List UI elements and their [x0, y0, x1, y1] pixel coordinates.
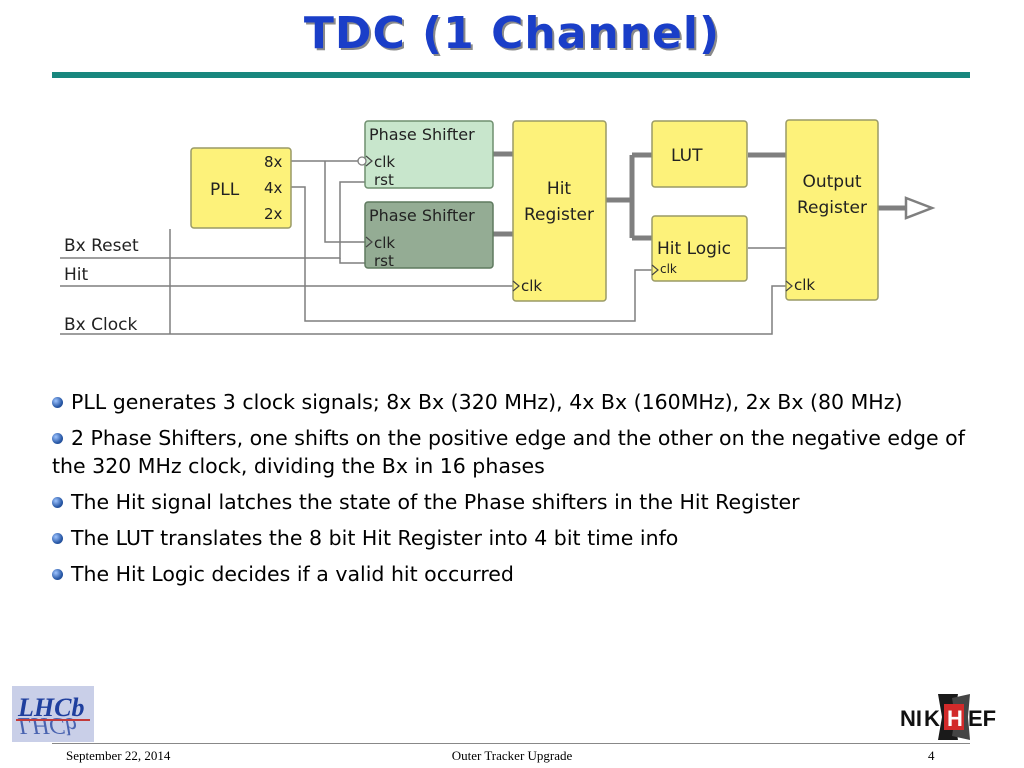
- lhcb-logo-graphic: LHCb LHCb: [16, 693, 90, 738]
- bullet-dot-icon: [52, 397, 63, 408]
- hit-register-line-1: Hit: [547, 179, 572, 199]
- hit-logic-clk: clk: [660, 262, 677, 276]
- clock-input-marker-icon: [365, 155, 373, 167]
- bullet-text: 2 Phase Shifters, one shifts on the posi…: [52, 426, 965, 478]
- input-label-hit: Hit: [64, 265, 89, 285]
- pll-output-4x: 4x: [264, 179, 283, 197]
- title-divider: [52, 72, 970, 78]
- footer-date: September 22, 2014: [66, 748, 171, 763]
- bullet-dot-icon: [52, 497, 63, 508]
- bullet-list: PLL generates 3 clock signals; 8x Bx (32…: [52, 388, 967, 596]
- lhcb-logo: LHCb LHCb: [12, 686, 94, 742]
- lut-block: [651, 120, 748, 188]
- output-register-line-1: Output: [802, 172, 861, 192]
- clock-input-marker-icon: [512, 280, 520, 292]
- bus-wires: [493, 151, 908, 241]
- phase-shifter-1-block: [364, 120, 494, 189]
- clock-input-marker-icon: [365, 236, 373, 248]
- input-label-bx-clock: Bx Clock: [64, 315, 137, 335]
- nikhef-logo: NI K H EF: [898, 690, 1010, 744]
- page-number: 4: [928, 748, 935, 763]
- phase-shifter-2-clk: clk: [374, 234, 395, 252]
- phase-shifter-2-label: Phase Shifter: [369, 206, 475, 225]
- bullet-text: The LUT translates the 8 bit Hit Registe…: [71, 526, 679, 550]
- clock-input-marker-icon: [651, 264, 659, 276]
- hit-logic-label: Hit Logic: [657, 239, 731, 259]
- pll-output-2x: 2x: [264, 205, 283, 223]
- output-register-line-2: Register: [797, 198, 867, 218]
- hit-register-block: [512, 120, 607, 302]
- pll-block: [190, 147, 292, 229]
- bullet-item: 2 Phase Shifters, one shifts on the posi…: [52, 424, 967, 480]
- svg-text:EF: EF: [968, 706, 996, 731]
- phase-shifter-2-rst: rst: [374, 252, 394, 270]
- svg-text:H: H: [947, 706, 963, 731]
- pll-output-8x: 8x: [264, 153, 283, 171]
- svg-text:LHCb: LHCb: [17, 712, 77, 738]
- nikhef-logo-graphic: NI K H EF: [898, 690, 1010, 744]
- svg-text:NI: NI: [900, 706, 922, 731]
- hit-register-line-2: Register: [524, 205, 594, 225]
- lut-label: LUT: [671, 146, 703, 166]
- phase-shifter-1-clk: clk: [374, 153, 395, 171]
- bullet-dot-icon: [52, 569, 63, 580]
- footer-title: Outer Tracker Upgrade: [451, 748, 573, 763]
- bullet-item: The LUT translates the 8 bit Hit Registe…: [52, 524, 967, 552]
- bullet-item: The Hit Logic decides if a valid hit occ…: [52, 560, 967, 588]
- inverted-clock-bubble-icon: [357, 156, 367, 166]
- svg-text:LHCb: LHCb: [17, 693, 84, 722]
- output-register-clk: clk: [794, 276, 815, 294]
- slide-title: TDC (1 Channel): [303, 8, 721, 59]
- bullet-dot-icon: [52, 433, 63, 444]
- hit-register-clk: clk: [521, 277, 542, 295]
- bullet-dot-icon: [52, 533, 63, 544]
- phase-shifter-2-block: [364, 201, 494, 269]
- pll-label: PLL: [210, 180, 240, 200]
- thin-wires: [60, 160, 786, 335]
- output-arrow-icon: [904, 196, 936, 220]
- bullet-item: PLL generates 3 clock signals; 8x Bx (32…: [52, 388, 967, 416]
- input-label-bx-reset: Bx Reset: [64, 236, 139, 256]
- bullet-text: The Hit Logic decides if a valid hit occ…: [71, 562, 514, 586]
- tdc-block-diagram: PLL 8x 4x 2x Phase Shifter clk rst Phase…: [60, 119, 936, 335]
- footer-divider: [52, 743, 970, 744]
- phase-shifter-1-label: Phase Shifter: [369, 125, 475, 144]
- output-register-block: [785, 119, 879, 301]
- phase-shifter-1-rst: rst: [374, 171, 394, 189]
- hit-logic-block: [651, 215, 748, 282]
- bullet-text: The Hit signal latches the state of the …: [71, 490, 800, 514]
- bullet-item: The Hit signal latches the state of the …: [52, 488, 967, 516]
- bullet-text: PLL generates 3 clock signals; 8x Bx (32…: [71, 390, 903, 414]
- clock-input-marker-icon: [785, 280, 793, 292]
- svg-text:K: K: [924, 706, 940, 731]
